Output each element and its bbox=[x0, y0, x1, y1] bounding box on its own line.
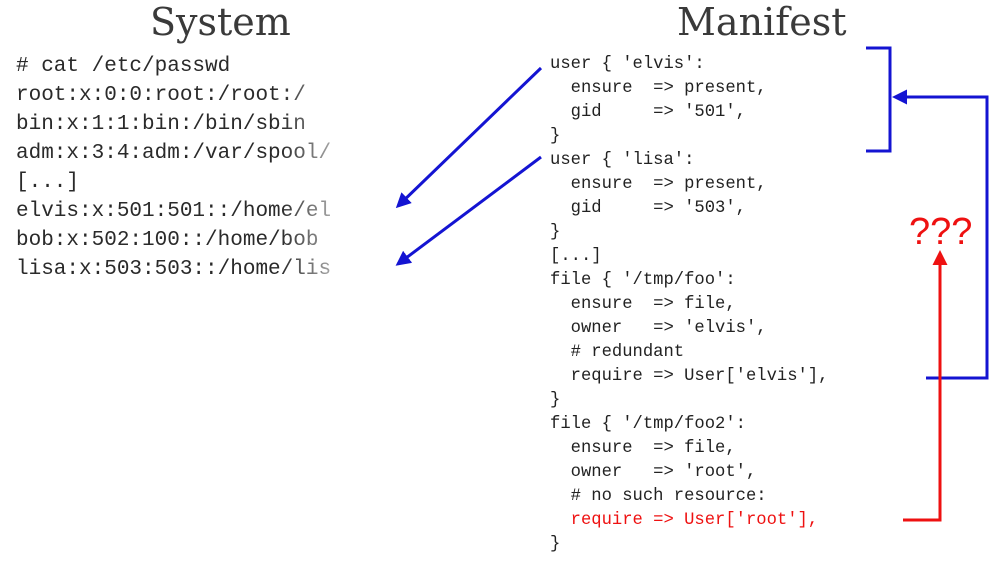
manifest-line: gid => '501', bbox=[550, 101, 828, 125]
manifest-line-text: owner => 'root', bbox=[550, 463, 757, 482]
manifest-line-text: file { '/tmp/foo': bbox=[550, 271, 736, 290]
manifest-line-text: # no such resource: bbox=[550, 487, 767, 506]
manifest-line: owner => 'root', bbox=[550, 461, 828, 485]
manifest-line-text: file { '/tmp/foo2': bbox=[550, 415, 746, 434]
manifest-line-text: user { 'lisa': bbox=[550, 151, 695, 170]
manifest-line: [...] bbox=[550, 245, 828, 269]
manifest-line: owner => 'elvis', bbox=[550, 317, 828, 341]
manifest-heading: Manifest bbox=[677, 0, 847, 44]
manifest-line-text: gid => '501', bbox=[550, 103, 746, 122]
system-heading: System bbox=[150, 0, 291, 44]
manifest-line: } bbox=[550, 125, 828, 149]
manifest-line-text: ensure => present, bbox=[550, 79, 767, 98]
missing-resource-marker: ??? bbox=[909, 211, 973, 253]
manifest-line: gid => '503', bbox=[550, 197, 828, 221]
manifest-line: ensure => file, bbox=[550, 437, 828, 461]
manifest-line: file { '/tmp/foo2': bbox=[550, 413, 828, 437]
manifest-line: ensure => file, bbox=[550, 293, 828, 317]
manifest-line-text: } bbox=[550, 391, 561, 410]
manifest-line-text: # redundant bbox=[550, 343, 685, 362]
arrow-require-elvis bbox=[892, 89, 989, 380]
manifest-line: file { '/tmp/foo': bbox=[550, 269, 828, 293]
manifest-line-text: owner => 'elvis', bbox=[550, 319, 767, 338]
elvis-block-bracket bbox=[866, 46, 892, 153]
manifest-line-text: } bbox=[550, 127, 561, 146]
manifest-line: # redundant bbox=[550, 341, 828, 365]
manifest-line-text: ensure => present, bbox=[550, 175, 767, 194]
manifest-line-text: user { 'elvis': bbox=[550, 55, 705, 74]
arrow-lisa-to-passwd bbox=[395, 155, 542, 266]
manifest-line-text: ensure => file, bbox=[550, 439, 736, 458]
manifest-line-text: ensure => file, bbox=[550, 295, 736, 314]
manifest-line-text: gid => '503', bbox=[550, 199, 746, 218]
manifest-line-text: require => User['root'], bbox=[550, 511, 819, 530]
manifest-line: ensure => present, bbox=[550, 77, 828, 101]
manifest-line: } bbox=[550, 221, 828, 245]
manifest-line: user { 'elvis': bbox=[550, 53, 828, 77]
manifest-line-text: } bbox=[550, 223, 561, 242]
manifest-line-text: require => User['elvis'], bbox=[550, 367, 829, 386]
manifest-line-text: [...] bbox=[550, 247, 602, 266]
manifest-line-text: } bbox=[550, 535, 561, 554]
manifest-line: user { 'lisa': bbox=[550, 149, 828, 173]
manifest-line: } bbox=[550, 389, 828, 413]
manifest-line: ensure => present, bbox=[550, 173, 828, 197]
manifest-line: } bbox=[550, 533, 828, 557]
arrow-require-root bbox=[903, 250, 948, 522]
arrow-elvis-to-passwd bbox=[395, 66, 543, 209]
manifest-line: # no such resource: bbox=[550, 485, 828, 509]
